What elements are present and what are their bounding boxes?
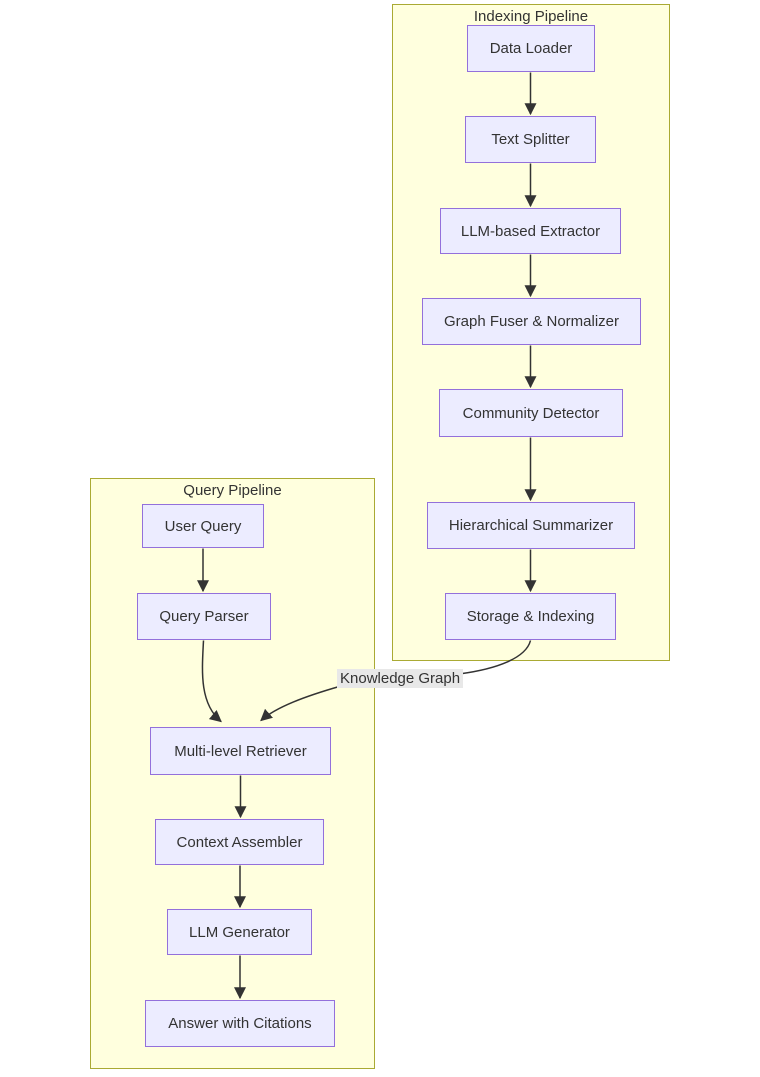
node-context-assembler: Context Assembler (155, 819, 324, 865)
node-community-detector: Community Detector (439, 389, 623, 437)
node-storage-indexing: Storage & Indexing (445, 593, 616, 640)
node-query-parser: Query Parser (137, 593, 271, 640)
node-data-loader: Data Loader (467, 25, 595, 72)
subgraph-title-query-pipeline: Query Pipeline (183, 482, 282, 499)
node-llm-based-extractor: LLM-based Extractor (440, 208, 621, 254)
edge-label-knowledge-graph: Knowledge Graph (337, 669, 464, 688)
node-multi-level-retriever: Multi-level Retriever (150, 727, 331, 775)
node-answer-with-citations: Answer with Citations (145, 1000, 335, 1047)
node-graph-fuser-normalizer: Graph Fuser & Normalizer (422, 298, 641, 345)
node-llm-generator: LLM Generator (167, 909, 312, 955)
node-user-query: User Query (142, 504, 264, 548)
node-hierarchical-summarizer: Hierarchical Summarizer (427, 502, 635, 549)
node-text-splitter: Text Splitter (465, 116, 596, 163)
subgraph-title-indexing-pipeline: Indexing Pipeline (473, 8, 589, 25)
